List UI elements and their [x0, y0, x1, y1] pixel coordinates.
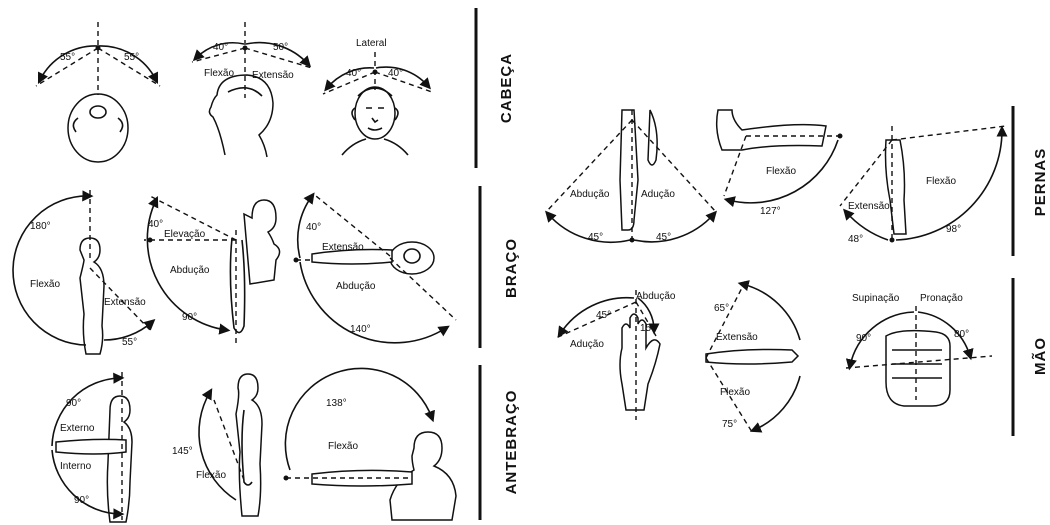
arm-abduction-angle: 90° [182, 312, 197, 323]
body-front-view-icon [244, 200, 280, 284]
hip-extension-label: Extensão [848, 201, 890, 212]
arm-extension-label: Extensão [104, 297, 146, 308]
section-label-braco: BRAÇO [503, 238, 520, 298]
wrist-adduction-angle: 45° [596, 310, 611, 321]
supination-label: Supinação [852, 293, 900, 304]
wrist-deviation-figure: Abdução 45° 15° Adução [556, 290, 676, 420]
forearm-flexion-angle: 145° [172, 446, 193, 457]
arm-elevation-angle: 40° [148, 219, 163, 230]
section-label-antebraco: ANTEBRAÇO [503, 390, 520, 495]
wrist-abduction-label: Abdução [636, 291, 676, 302]
head-rotation-right-angle: 55° [124, 52, 139, 63]
head-flexion-label: Flexão [204, 68, 234, 79]
wrist-flexion-figure: 65° Extensão Flexão 75° [706, 280, 800, 432]
head-rotation-left-angle: 55° [60, 52, 75, 63]
arm-abduction-horizontal-angle: 140° [350, 324, 371, 335]
hip-flexion-label: Flexão [926, 176, 956, 187]
leg-abduction-figure: Abdução Adução 45° 45° [546, 110, 716, 244]
forearm-flexion-figure: 145° Flexão [172, 374, 262, 516]
head-lateral-figure: Lateral 40° 40° [323, 38, 432, 155]
head-front-view-icon [355, 87, 395, 139]
head-top-view-icon [68, 94, 128, 162]
forearm-flexion-front-label: Flexão [328, 441, 358, 452]
arm-elevation-label: Elevação [164, 229, 206, 240]
section-label-cabeca: CABEÇA [498, 53, 515, 123]
section-label-mao: MÃO [1031, 337, 1049, 375]
arm-flexion-angle: 180° [30, 221, 51, 232]
leg-flexion-angle: 127° [760, 206, 781, 217]
body-side-view-icon [80, 238, 104, 354]
leg-side-view-icon [886, 140, 907, 234]
arm-flexion-figure: 180° Flexão Extensão 55° [13, 190, 152, 354]
hip-flexion-figure: Flexão Extensão 48° 98° [840, 126, 1006, 245]
wrist-extension-label: Extensão [716, 332, 758, 343]
leg-adduction-label: Adução [641, 189, 675, 200]
leg-flexion-figure: Flexão 127° [717, 110, 843, 217]
head-lateral-label: Lateral [356, 38, 387, 49]
forearm-internal-angle: 90° [74, 495, 89, 506]
wrist-extension-angle: 65° [714, 303, 729, 314]
leg-flexion-label: Flexão [766, 166, 796, 177]
wrist-abduction-angle: 15° [640, 323, 655, 334]
supination-angle: 90° [856, 333, 871, 344]
head-rotation-figure: 55° 55° [36, 22, 160, 162]
head-flexion-angle: 40° [213, 42, 228, 53]
arm-abduction-horizontal-label: Abdução [336, 281, 376, 292]
forearm-internal-label: Interno [60, 461, 92, 472]
arm-extension-angle: 55° [122, 337, 137, 348]
arm-extension-horizontal-label: Extensão [322, 242, 364, 253]
arm-flexion-label: Flexão [30, 279, 60, 290]
fist-front-view-icon [886, 331, 950, 406]
arm-extension-horizontal-angle: 40° [306, 222, 321, 233]
hand-side-view-icon [706, 350, 798, 365]
forearm-pronation-figure: Supinação Pronação 90° 80° [846, 293, 992, 406]
body-top-view-icon [390, 242, 434, 274]
wrist-adduction-label: Adução [570, 339, 604, 350]
section-label-pernas: PERNAS [1032, 148, 1049, 217]
hip-extension-angle: 48° [848, 234, 863, 245]
leg-front-view-icon [620, 110, 638, 230]
head-flexion-figure: 40° 50° Flexão Extensão [192, 22, 312, 157]
hip-flexion-angle: 98° [946, 224, 961, 235]
forearm-external-angle: 90° [66, 398, 81, 409]
head-extension-angle: 50° [273, 42, 288, 53]
wrist-flexion-angle: 75° [722, 419, 737, 430]
wrist-flexion-label: Flexão [720, 387, 750, 398]
forearm-rotation-figure: 90° Externo Interno 90° [52, 372, 132, 522]
leg-abduction-angle: 45° [588, 232, 603, 243]
head-lateral-right-angle: 40° [388, 68, 403, 79]
pronation-angle: 80° [954, 329, 969, 340]
head-lateral-left-angle: 40° [346, 68, 361, 79]
leg-seated-view-icon [717, 110, 826, 150]
forearm-flexion-label: Flexão [196, 470, 226, 481]
forearm-flexion-front-angle: 138° [326, 398, 347, 409]
leg-abduction-label: Abdução [570, 189, 610, 200]
arm-abduction-figure: 40° Elevação Abdução 90° [144, 196, 280, 345]
head-extension-label: Extensão [252, 70, 294, 81]
arm-horizontal-figure: 40° Extensão Abdução 140° [294, 196, 457, 343]
leg-adduction-angle: 45° [656, 232, 671, 243]
body-side-view-icon-2 [107, 396, 132, 522]
arm-abduction-label: Abdução [170, 265, 210, 276]
forearm-external-label: Externo [60, 423, 95, 434]
body-side-view-icon-3 [236, 374, 262, 516]
forearm-flexion-front-figure: 138° Flexão [284, 368, 457, 520]
pronation-label: Pronação [920, 293, 963, 304]
